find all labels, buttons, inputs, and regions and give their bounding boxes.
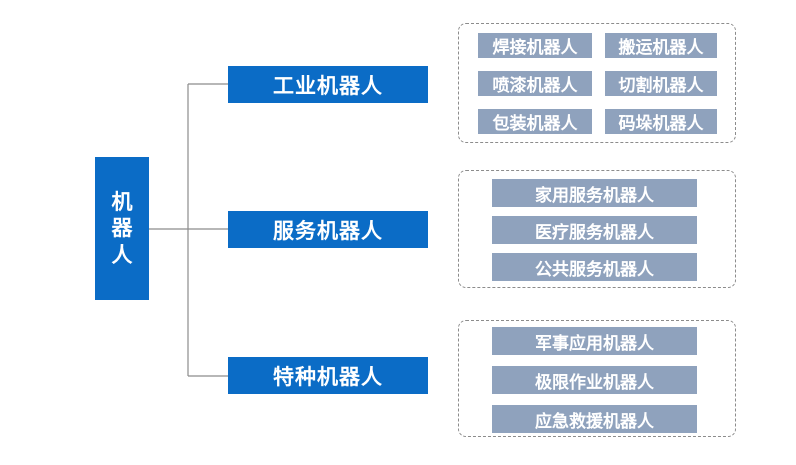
leaf-item: 包装机器人	[478, 109, 592, 134]
leaf-item: 应急救援机器人	[492, 405, 697, 433]
leaf-item: 码垛机器人	[605, 109, 717, 134]
category-special: 特种机器人	[228, 357, 428, 394]
leaf-item: 家用服务机器人	[492, 179, 697, 207]
root-char: 器	[111, 216, 133, 241]
leaf-item: 极限作业机器人	[492, 366, 697, 394]
group-special: 军事应用机器人 极限作业机器人 应急救援机器人	[458, 320, 736, 437]
root-char: 人	[111, 242, 133, 267]
leaf-item: 公共服务机器人	[492, 253, 697, 281]
category-industrial: 工业机器人	[228, 66, 428, 103]
leaf-item: 喷漆机器人	[478, 71, 592, 96]
group-industrial: 焊接机器人 搬运机器人 喷漆机器人 切割机器人 包装机器人 码垛机器人	[458, 23, 736, 143]
leaf-item: 搬运机器人	[605, 33, 717, 58]
root-node: 机 器 人	[95, 157, 149, 300]
root-char: 机	[111, 190, 133, 215]
leaf-item: 切割机器人	[605, 71, 717, 96]
leaf-item: 军事应用机器人	[492, 327, 697, 355]
leaf-item: 医疗服务机器人	[492, 216, 697, 244]
leaf-item: 焊接机器人	[478, 33, 592, 58]
group-service: 家用服务机器人 医疗服务机器人 公共服务机器人	[458, 170, 736, 288]
category-service: 服务机器人	[228, 211, 428, 248]
